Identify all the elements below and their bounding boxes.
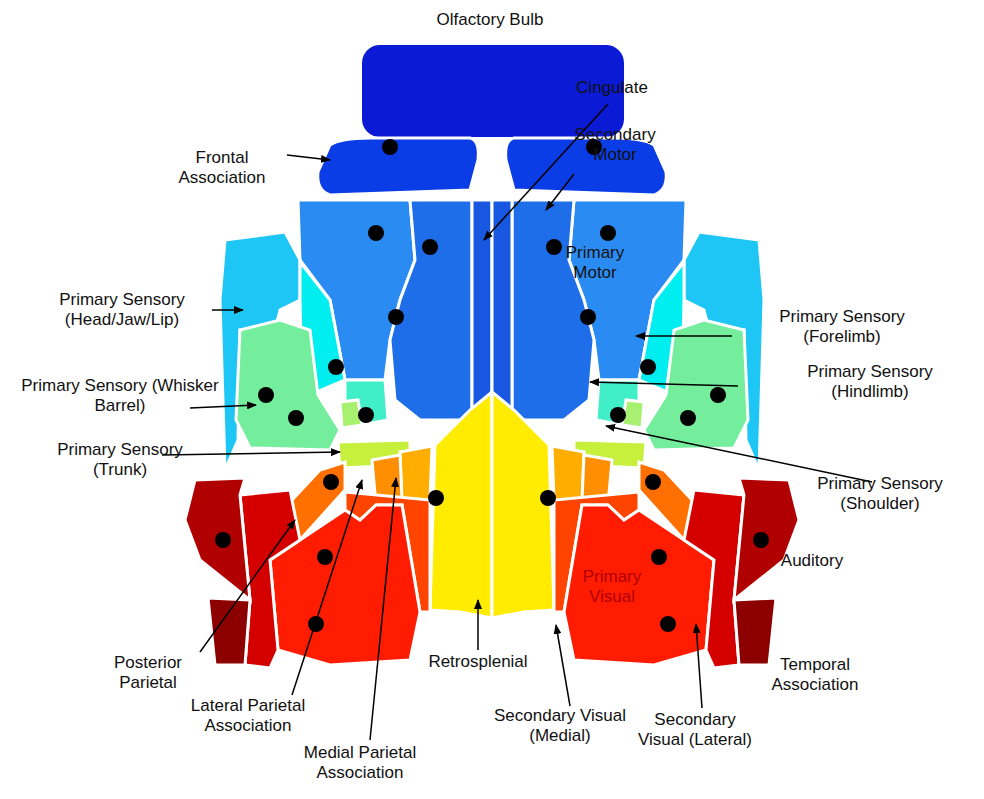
region-label: Primary Sensory (Trunk)	[45, 440, 195, 480]
region-label: Primary Sensory (Hindlimb)	[770, 362, 970, 402]
region-label: Primary Motor	[555, 243, 635, 283]
region-label: Auditory	[767, 551, 857, 571]
region-label: Temporal Association	[760, 655, 870, 695]
region-label: Primary Sensory (Whisker Barrel)	[15, 376, 225, 416]
region-label: Primary Sensory (Shoulder)	[780, 474, 980, 514]
region-label: Primary Sensory (Forelimb)	[742, 307, 942, 347]
region-label: Secondary Motor	[560, 125, 670, 165]
region-label: Posterior Parietal	[93, 653, 203, 693]
region-label: Secondary Visual (Lateral)	[630, 710, 760, 750]
region-label: Primary Visual	[577, 567, 647, 607]
region-label: Cingulate	[552, 78, 672, 98]
region-label: Primary Sensory (Head/Jaw/Lip)	[32, 290, 212, 330]
region-label: Lateral Parietal Association	[168, 696, 328, 736]
region-label: Olfactory Bulb	[390, 10, 590, 30]
region-label: Medial Parietal Association	[285, 743, 435, 783]
region-label: Frontal Association	[162, 148, 282, 188]
region-label: Secondary Visual (Medial)	[485, 706, 635, 746]
region-label: Retrosplenial	[408, 652, 548, 672]
